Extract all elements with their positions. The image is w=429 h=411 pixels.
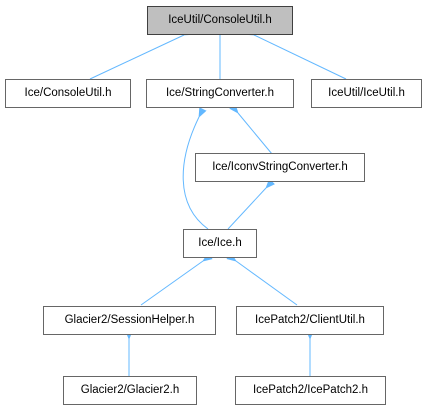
edge-clientutil-to-ice: [226, 252, 298, 306]
node-iceutil-iceutil[interactable]: IceUtil/IceUtil.h: [311, 79, 422, 108]
edge-iceutil-to-iceutil-consoleutil: [244, 27, 347, 80]
node-ice-stringconverter[interactable]: Ice/StringConverter.h: [146, 79, 294, 108]
edge-ice-to-iconvstringconverter: [227, 178, 276, 230]
edge-sessionhelper-to-ice: [140, 252, 213, 306]
node-ice-consoleutil[interactable]: Ice/ConsoleUtil.h: [5, 79, 131, 108]
edge-ice-consoleutil-to-iceutil-consoleutil: [89, 27, 194, 80]
edge-iconvstringconverter-to-stringconverter: [229, 103, 273, 155]
edge-ice-to-stringconverter: [182, 107, 209, 230]
node-ice-iconvstringconverter[interactable]: Ice/IconvStringConverter.h: [195, 153, 365, 182]
node-icepatch2-clientutil[interactable]: IcePatch2/ClientUtil.h: [236, 306, 384, 335]
node-glacier2-glacier2[interactable]: Glacier2/Glacier2.h: [63, 376, 197, 405]
node-ice-ice[interactable]: Ice/Ice.h: [183, 229, 257, 258]
node-iceutil-consoleutil: IceUtil/ConsoleUtil.h: [147, 6, 293, 35]
node-icepatch2-icepatch2[interactable]: IcePatch2/IcePatch2.h: [235, 376, 386, 405]
node-glacier2-sessionhelper[interactable]: Glacier2/SessionHelper.h: [43, 306, 216, 335]
